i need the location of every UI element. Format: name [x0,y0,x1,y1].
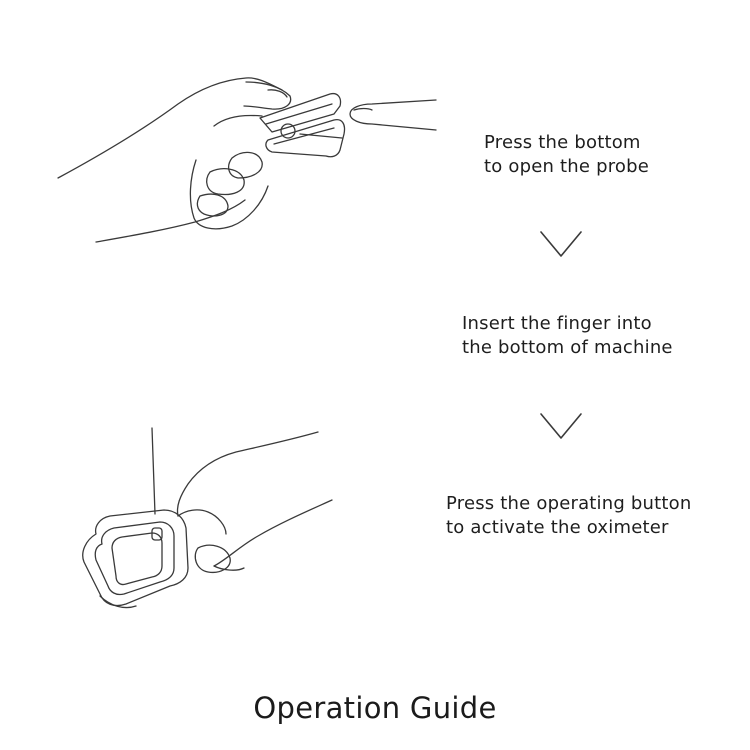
hand-activating-oximeter-illustration [82,427,333,609]
step-3-line-2: to activate the oximeter [446,517,669,538]
step-3-text: Press the operating button to activate t… [446,492,691,540]
chevron-down-icon [540,413,582,439]
page-title: Operation Guide [253,691,497,725]
step-2-line-1: Insert the finger into [462,313,652,334]
step-1-text: Press the bottom to open the probe [484,131,649,179]
step-3-line-1: Press the operating button [446,493,692,514]
step-1-line-1: Press the bottom [484,132,641,153]
step-1-line-2: to open the probe [484,156,650,177]
step-2-line-2: the bottom of machine [462,337,673,358]
hand-opening-probe-illustration [57,77,437,243]
step-2-text: Insert the finger into the bottom of mac… [462,312,673,360]
chevron-down-icon [540,231,582,257]
